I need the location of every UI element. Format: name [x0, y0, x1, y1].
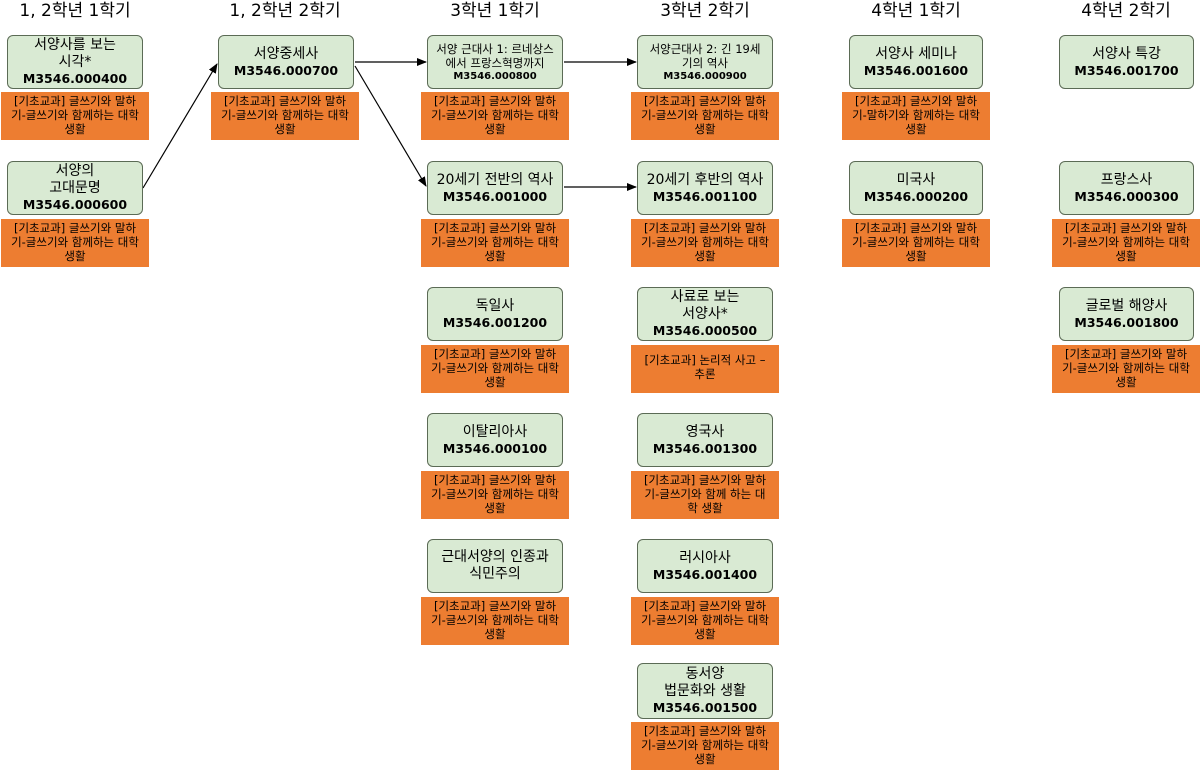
- course-title: 미국사: [896, 171, 936, 188]
- arrow-ancient-to-medieval: [142, 63, 218, 189]
- course-code: M3546.001300: [652, 440, 758, 456]
- course-title: 서양중세사: [253, 45, 319, 62]
- course-medieval: 서양중세사 M3546.000700: [218, 35, 354, 89]
- prereq-modern2: [기초교과] 글쓰기와 말하 기-글쓰기와 함께하는 대학 생활: [631, 92, 779, 140]
- course-law: 동서양 법문화와 생활 M3546.001500: [637, 663, 773, 719]
- prereq-c20b: [기초교과] 글쓰기와 말하 기-글쓰기와 함께하는 대학 생활: [631, 219, 779, 267]
- course-modern2: 서양근대사 2: 긴 19세 기의 역사 M3546.000900: [637, 35, 773, 89]
- course-germany: 독일사 M3546.001200: [427, 287, 563, 341]
- course-england: 영국사 M3546.001300: [637, 413, 773, 467]
- course-code: M3546.000300: [1074, 188, 1179, 204]
- course-code: M3546.000500: [652, 323, 758, 338]
- course-code: M3546.001500: [652, 700, 758, 715]
- prereq-ancient: [기초교과] 글쓰기와 말하 기-글쓰기와 함께하는 대학 생활: [1, 219, 149, 267]
- course-code: M3546.000900: [663, 70, 747, 82]
- prereq-maritime: [기초교과] 글쓰기와 말하 기-글쓰기와 함께하는 대학 생활: [1052, 345, 1200, 393]
- header-year12-sem2: 1, 2학년 2학기: [229, 1, 341, 21]
- course-c20b: 20세기 후반의 역사 M3546.001100: [637, 161, 773, 215]
- course-c20a: 20세기 전반의 역사 M3546.001000: [427, 161, 563, 215]
- course-usa: 미국사 M3546.000200: [849, 161, 983, 215]
- prereq-modern1: [기초교과] 글쓰기와 말하 기-글쓰기와 함께하는 대학 생활: [421, 92, 569, 140]
- course-code: M3546.000100: [442, 440, 548, 456]
- course-sources: 사료로 보는 서양사* M3546.000500: [637, 287, 773, 341]
- course-title: 글로벌 해양사: [1085, 297, 1168, 314]
- course-title: 20세기 후반의 역사: [646, 171, 764, 188]
- course-code: M3546.001800: [1074, 314, 1179, 330]
- course-west-view: 서양사를 보는 시각* M3546.000400: [7, 35, 143, 89]
- header-year3-sem2: 3학년 2학기: [660, 1, 750, 21]
- course-title: 서양사 세미나: [875, 45, 957, 62]
- course-title: 영국사: [685, 423, 725, 440]
- course-code: M3546.001200: [442, 314, 548, 330]
- prereq-west-view: [기초교과] 글쓰기와 말하 기-글쓰기와 함께하는 대학 생활: [1, 92, 149, 140]
- course-title: 20세기 전반의 역사: [436, 171, 554, 188]
- course-code: M3546.001600: [863, 62, 969, 78]
- course-code: M3546.000800: [453, 70, 537, 82]
- course-russia: 러시아사 M3546.001400: [637, 539, 773, 593]
- course-code: M3546.000200: [863, 188, 969, 204]
- course-title: 독일사: [475, 297, 515, 314]
- course-title: 서양근대사 2: 긴 19세 기의 역사: [649, 41, 761, 70]
- prereq-seminar: [기초교과] 글쓰기와 말하 기-말하기와 함께하는 대학 생활: [842, 92, 990, 140]
- header-year4-sem2: 4학년 2학기: [1081, 1, 1171, 21]
- prereq-law: [기초교과] 글쓰기와 말하 기-글쓰기와 함께하는 대학 생활: [631, 722, 779, 770]
- course-racism: 근대서양의 인종과 식민주의: [427, 539, 563, 593]
- course-title: 서양의 고대문명: [49, 163, 101, 196]
- course-title: 서양 근대사 1: 르네상스 에서 프랑스혁명까지: [436, 41, 554, 70]
- course-ancient: 서양의 고대문명 M3546.000600: [7, 161, 143, 215]
- course-title: 사료로 보는 서양사*: [670, 289, 740, 322]
- prereq-sources: [기초교과] 논리적 사고 – 추론: [631, 345, 779, 393]
- prereq-germany: [기초교과] 글쓰기와 말하 기-글쓰기와 함께하는 대학 생활: [421, 345, 569, 393]
- course-maritime: 글로벌 해양사 M3546.001800: [1059, 287, 1194, 341]
- course-title: 서양사 특강: [1092, 45, 1161, 62]
- prereq-england: [기초교과] 글쓰기와 말하 기-글쓰기와 함께 하는 대 학 생활: [631, 471, 779, 519]
- prereq-racism: [기초교과] 글쓰기와 말하 기-글쓰기와 함께하는 대학 생활: [421, 597, 569, 645]
- prereq-russia: [기초교과] 글쓰기와 말하 기-글쓰기와 함께하는 대학 생활: [631, 597, 779, 645]
- course-seminar: 서양사 세미나 M3546.001600: [849, 35, 983, 89]
- course-code: M3546.001000: [442, 188, 548, 204]
- prereq-c20a: [기초교과] 글쓰기와 말하 기-글쓰기와 함께하는 대학 생활: [421, 219, 569, 267]
- course-special: 서양사 특강 M3546.001700: [1059, 35, 1194, 89]
- course-code: M3546.001400: [652, 566, 758, 582]
- arrow-medieval-to-c20a: [354, 65, 427, 187]
- course-title: 동서양 법문화와 생활: [664, 666, 746, 699]
- course-code: M3546.000700: [233, 62, 339, 78]
- course-modern1: 서양 근대사 1: 르네상스 에서 프랑스혁명까지 M3546.000800: [427, 35, 563, 89]
- header-year12-sem1: 1, 2학년 1학기: [19, 1, 131, 21]
- course-code: M3546.000400: [22, 71, 128, 86]
- course-code: M3546.000600: [22, 197, 128, 212]
- course-title: 프랑스사: [1100, 171, 1153, 188]
- course-title: 러시아사: [679, 549, 731, 566]
- prereq-usa: [기초교과] 글쓰기와 말하 기-글쓰기와 함께하는 대학 생활: [842, 219, 990, 267]
- header-year4-sem1: 4학년 1학기: [871, 1, 961, 21]
- course-code: M3546.001100: [652, 188, 758, 204]
- prereq-italy: [기초교과] 글쓰기와 말하 기-글쓰기와 함께하는 대학 생활: [421, 471, 569, 519]
- prereq-medieval: [기초교과] 글쓰기와 말하 기-글쓰기와 함께하는 대학 생활: [211, 92, 359, 140]
- course-title: 근대서양의 인종과 식민주의: [441, 549, 549, 582]
- course-title: 이탈리아사: [462, 423, 528, 440]
- course-code: M3546.001700: [1074, 62, 1179, 78]
- course-title: 서양사를 보는 시각*: [34, 37, 116, 70]
- prereq-france: [기초교과] 글쓰기와 말하 기-글쓰기와 함께하는 대학 생활: [1052, 219, 1200, 267]
- header-year3-sem1: 3학년 1학기: [450, 1, 540, 21]
- course-france: 프랑스사 M3546.000300: [1059, 161, 1194, 215]
- course-italy: 이탈리아사 M3546.000100: [427, 413, 563, 467]
